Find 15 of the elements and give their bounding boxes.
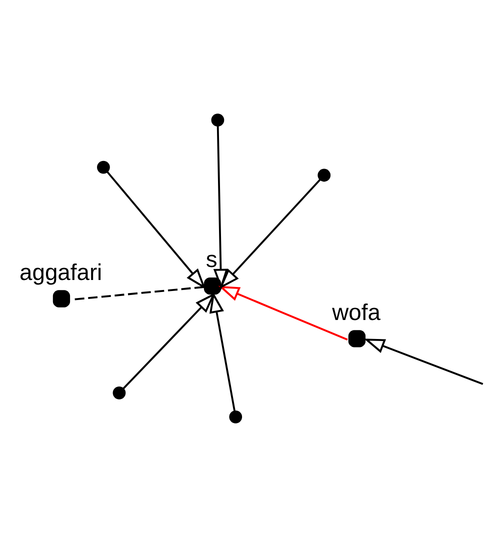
node-circle bbox=[211, 114, 224, 127]
arrow bbox=[122, 292, 216, 390]
node-label: wofa bbox=[332, 298, 380, 325]
node-circle bbox=[112, 386, 126, 400]
node-label: aggafari bbox=[20, 258, 102, 285]
node-circle bbox=[318, 168, 331, 182]
arrow bbox=[106, 171, 206, 290]
arrow bbox=[209, 292, 236, 412]
arrow bbox=[364, 338, 484, 385]
node-label: s bbox=[206, 246, 218, 272]
arrow bbox=[213, 126, 228, 290]
arrow bbox=[219, 178, 321, 290]
arrow bbox=[218, 286, 348, 340]
node-circle bbox=[97, 160, 110, 174]
node-circle bbox=[229, 410, 242, 424]
